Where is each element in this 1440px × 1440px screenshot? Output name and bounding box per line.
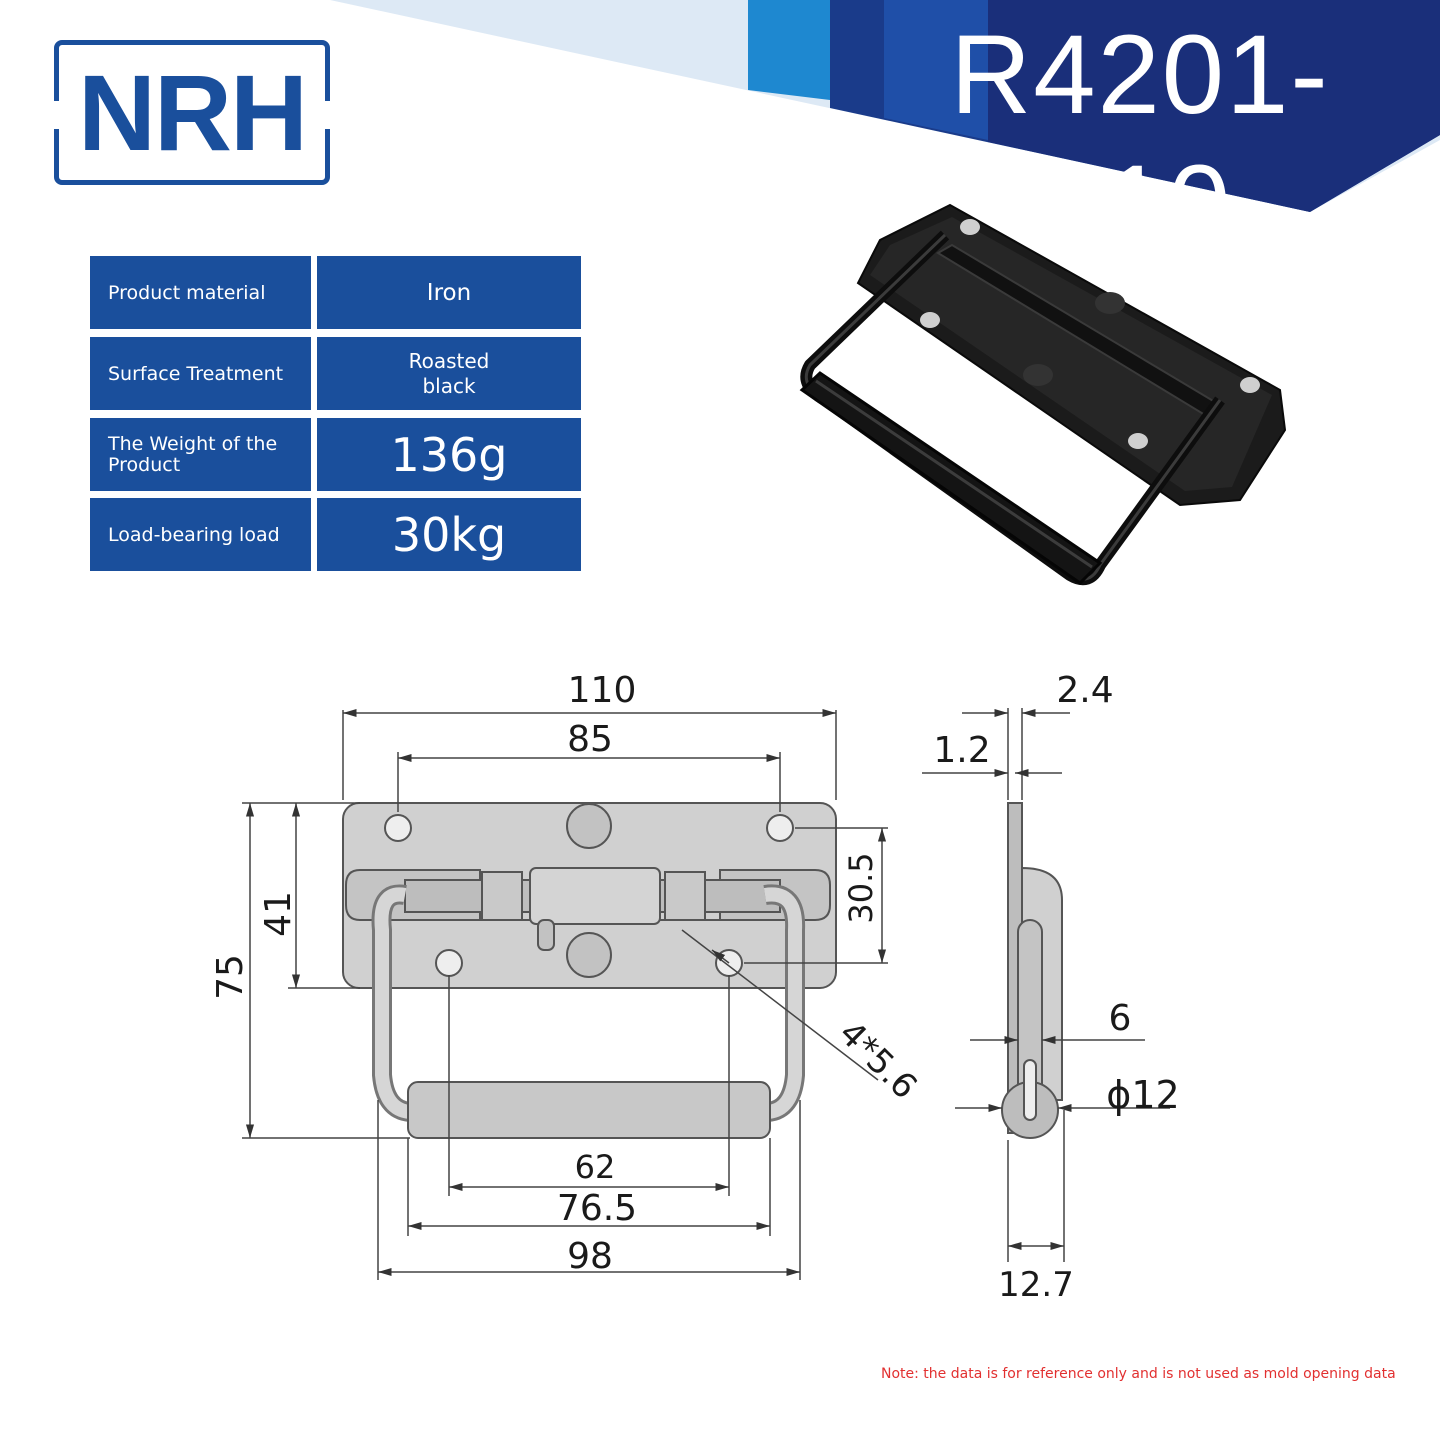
spec-label-weight: The Weight of the Product	[90, 418, 311, 491]
spec-value-load: 30kg	[317, 498, 581, 571]
side-dimensions	[922, 708, 1170, 1262]
front-view	[342, 802, 837, 1139]
dim-overall-height: 75	[210, 954, 251, 1000]
model-code: R4201-110	[950, 12, 1330, 267]
spec-label-surface: Surface Treatment	[90, 337, 311, 410]
side-view	[1001, 802, 1063, 1139]
dim-plate-height: 41	[258, 891, 299, 937]
dim-hole-spec: 4*5.6	[831, 1013, 925, 1107]
dim-overall-width: 110	[568, 670, 637, 711]
technical-drawing: 110 85 41 75 30.5 4*5.6 62 76.5 98 2.4 1…	[210, 670, 1180, 1305]
front-dimensions	[242, 708, 888, 1280]
handle-grip	[799, 371, 1103, 585]
header-banner	[330, 0, 1440, 212]
footer-note: Note: the data is for reference only and…	[881, 1366, 1396, 1382]
dim-thickness-total: 2.4	[1056, 670, 1113, 711]
dim-hole-spacing-top: 85	[567, 719, 613, 760]
spec-value-material: Iron	[317, 256, 581, 329]
dim-depth: 12.7	[998, 1265, 1074, 1305]
product-photo	[799, 203, 1287, 586]
brand-logo-text: NRH	[78, 52, 308, 173]
dim-grip-diameter: ϕ12	[1106, 1073, 1179, 1117]
dim-grip-length: 76.5	[557, 1188, 637, 1229]
dim-wire-diameter: 6	[1109, 998, 1132, 1039]
spec-label-load: Load-bearing load	[90, 498, 311, 571]
dim-hole-vertical-spacing: 30.5	[842, 852, 880, 923]
spec-value-weight: 136g	[317, 418, 581, 491]
brand-logo: NRH	[51, 40, 333, 185]
dim-hole-spacing-bottom: 62	[575, 1148, 616, 1186]
dim-handle-width: 98	[567, 1236, 613, 1277]
spec-value-surface: Roasted black	[317, 337, 581, 410]
dim-plate-thickness: 1.2	[933, 730, 990, 771]
spec-label-material: Product material	[90, 256, 311, 329]
